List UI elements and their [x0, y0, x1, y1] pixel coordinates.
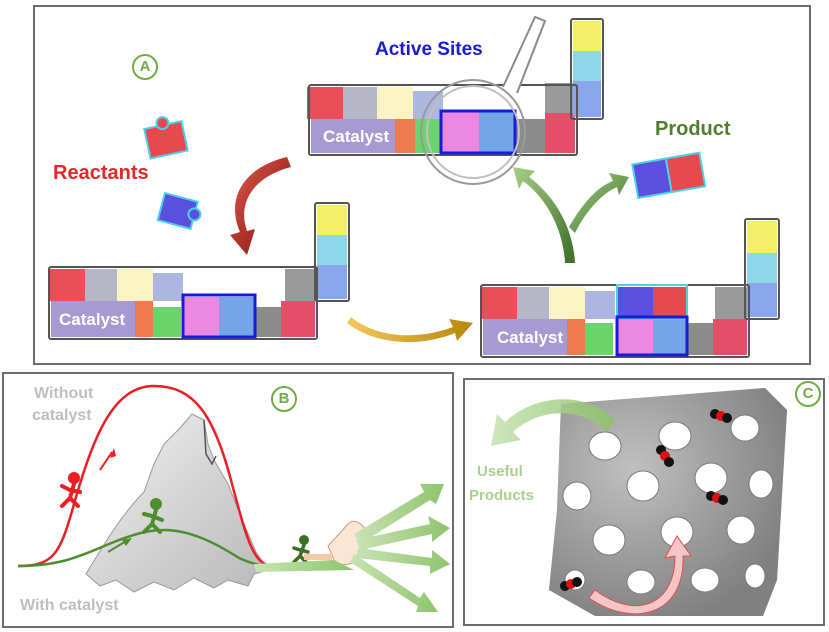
molecule-2: [656, 445, 674, 467]
magnifier-icon: [420, 15, 547, 185]
panel-c-illustration: Useful Products: [469, 388, 787, 616]
with-catalyst-label: With catalyst: [20, 597, 119, 614]
panel-b-energy-diagram: Without catalyst With catalyst: [2, 372, 454, 628]
useful-products-label-1: Useful: [477, 463, 523, 480]
catalyzed-energy-curve: [17, 528, 304, 568]
reactants-label: Reactants: [53, 162, 149, 184]
without-catalyst-label-2: catalyst: [32, 407, 92, 424]
panel-b-illustration: Without catalyst With catalyst: [17, 384, 450, 614]
molecule-3: [706, 491, 728, 505]
mountain-ridge: [203, 419, 217, 466]
panel-a-catalytic-cycle: Catalyst Active Sites Reactants Product: [33, 5, 811, 365]
product-label: Product: [655, 118, 731, 140]
green-forked-arrow: [513, 167, 629, 263]
panel-a-badge: A: [132, 54, 158, 80]
output-arrows: [254, 484, 450, 612]
red-curved-arrow: [230, 157, 291, 255]
reactant-piece-red: [143, 116, 189, 160]
molecule-4: [560, 577, 582, 591]
climber-green-icon: [142, 498, 164, 534]
molecule-1: [710, 409, 732, 423]
mountain-shape: [85, 413, 269, 593]
catalyst-top-label: Catalyst: [323, 127, 389, 146]
red-climb-arrow: [99, 451, 113, 471]
panel-a-illustration: Catalyst Active Sites Reactants Product: [48, 15, 780, 358]
panel-c-porous-catalyst: Useful Products: [463, 378, 825, 626]
reactant-in-arrow: [588, 535, 692, 615]
catalyst-left-assembly: Catalyst: [48, 202, 350, 340]
reactant-piece-blue: [156, 191, 202, 231]
porous-framework: [549, 388, 787, 616]
catalyst-right-assembly: Catalyst: [480, 218, 780, 358]
panel-c-badge: C: [795, 381, 821, 407]
catalyst-right-label: Catalyst: [497, 328, 563, 347]
uncatalyzed-energy-curve: [17, 384, 304, 568]
gold-curved-arrow: [347, 317, 473, 343]
catalyst-top-assembly: Catalyst: [307, 18, 604, 156]
active-sites-label: Active Sites: [375, 39, 483, 60]
runner-red-icon: [60, 472, 82, 508]
runner-green-icon: [292, 535, 310, 564]
products-out-arrow: [491, 399, 615, 446]
without-catalyst-label-1: Without: [34, 385, 94, 402]
useful-products-label-2: Products: [469, 487, 534, 504]
panel-b-badge: B: [271, 386, 297, 412]
catalyst-left-label: Catalyst: [59, 310, 125, 329]
product-pieces: [631, 151, 707, 200]
